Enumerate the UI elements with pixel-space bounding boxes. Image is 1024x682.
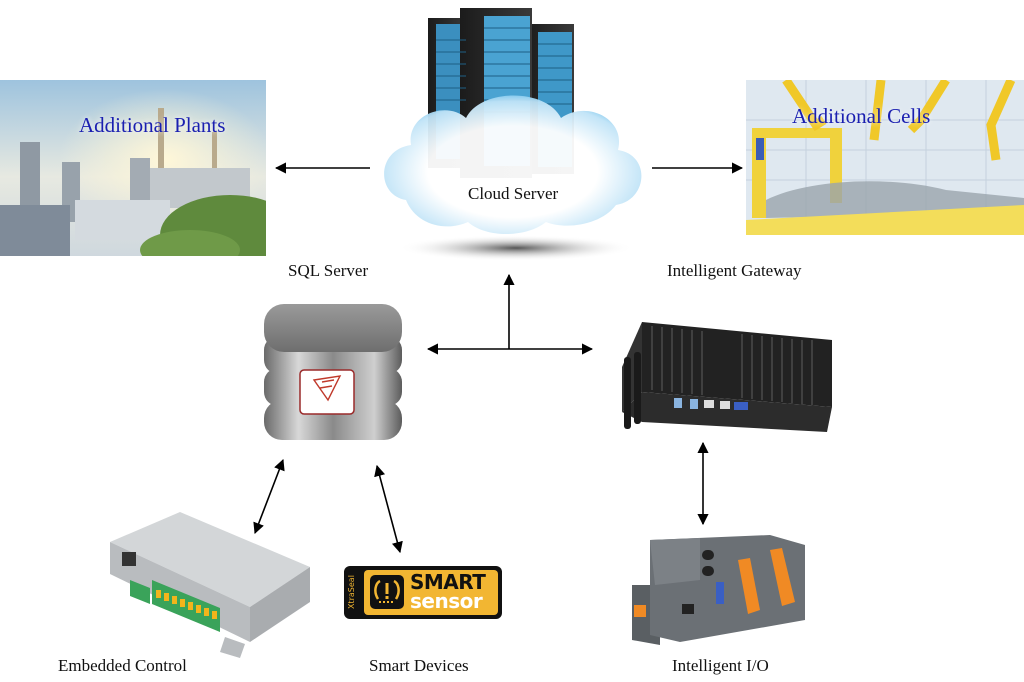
antenna-right — [624, 357, 631, 429]
embedded-controller-icon — [110, 512, 310, 658]
arrow-sql-smart — [374, 464, 403, 554]
smart-sensor-logo: XtraSeal SMART sensor — [344, 566, 502, 619]
sql-server-logo-badge — [299, 369, 355, 415]
intelligent-io-node — [620, 530, 816, 652]
additional-cells-title: Additional Cells — [792, 104, 931, 128]
orange-terminal-left — [738, 558, 760, 614]
tire-pressure-warning-icon — [370, 575, 404, 609]
io-controller-icon — [632, 535, 805, 645]
embedded-control-label: Embedded Control — [58, 656, 187, 675]
arrow-sql-embedded — [253, 458, 285, 535]
intelligent-io-label: Intelligent I/O — [672, 656, 769, 675]
usb-port — [122, 552, 136, 566]
intelligent-gateway-node — [612, 312, 842, 438]
orange-terminal-right — [770, 548, 795, 606]
terminal-block — [152, 580, 220, 632]
sql-server-node — [262, 302, 404, 442]
cloud-server-node — [376, 0, 652, 262]
sql-server-logo-icon — [312, 375, 342, 402]
additional-plants-title: Additional Plants — [79, 113, 226, 137]
smart-sensor-badge: SMART sensor — [364, 570, 498, 615]
additional-plants-image — [0, 80, 266, 256]
cloud-shape — [384, 95, 642, 234]
robotic-assembly-line-illustration — [746, 80, 1024, 235]
intelligent-gateway-label: Intelligent Gateway — [667, 261, 802, 280]
smart-text: SMART — [410, 570, 486, 594]
smart-devices-label: Smart Devices — [369, 656, 469, 675]
sql-server-label: SQL Server — [288, 261, 369, 280]
antenna-left — [634, 352, 641, 424]
additional-cells-image — [746, 80, 1024, 235]
cloud-server-icon — [384, 8, 642, 261]
sensor-text: sensor — [410, 589, 483, 613]
cloud-server-label: Cloud Server — [468, 184, 559, 203]
fanless-pc-icon — [622, 322, 832, 432]
embedded-control-node — [100, 512, 312, 662]
database-icon — [264, 304, 402, 440]
industrial-plant-illustration — [0, 80, 266, 256]
xtraseal-brand-text: XtraSeal — [347, 575, 356, 610]
